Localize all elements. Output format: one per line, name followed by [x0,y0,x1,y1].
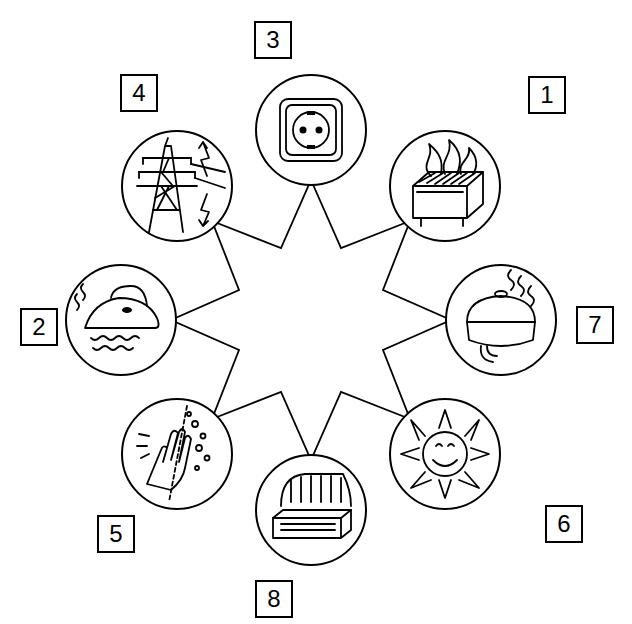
power-line-icon [122,131,232,241]
grill-fire-icon [390,131,500,241]
number-box: 8 [255,580,293,618]
iron-icon [66,265,176,375]
number-box: 5 [97,515,135,553]
socket-icon [256,75,366,185]
callout-number: 2 [32,315,45,339]
callout-number: 7 [588,313,601,337]
callout-number: 8 [267,587,280,611]
number-box: 2 [20,308,58,346]
number-box: 6 [545,505,583,543]
callout-number: 3 [266,28,279,52]
number-box: 7 [576,306,614,344]
callout-number: 1 [540,83,553,107]
number-box: 3 [254,21,292,59]
callout-number: 5 [109,522,122,546]
tanning-bed-icon [256,455,366,565]
pot-steam-icon [446,265,556,375]
number-box: 4 [120,74,158,112]
hand-cold-icon [122,399,232,509]
sun-icon [390,399,500,509]
number-box: 1 [528,76,566,114]
callout-number: 6 [557,512,570,536]
callout-number: 4 [132,81,145,105]
